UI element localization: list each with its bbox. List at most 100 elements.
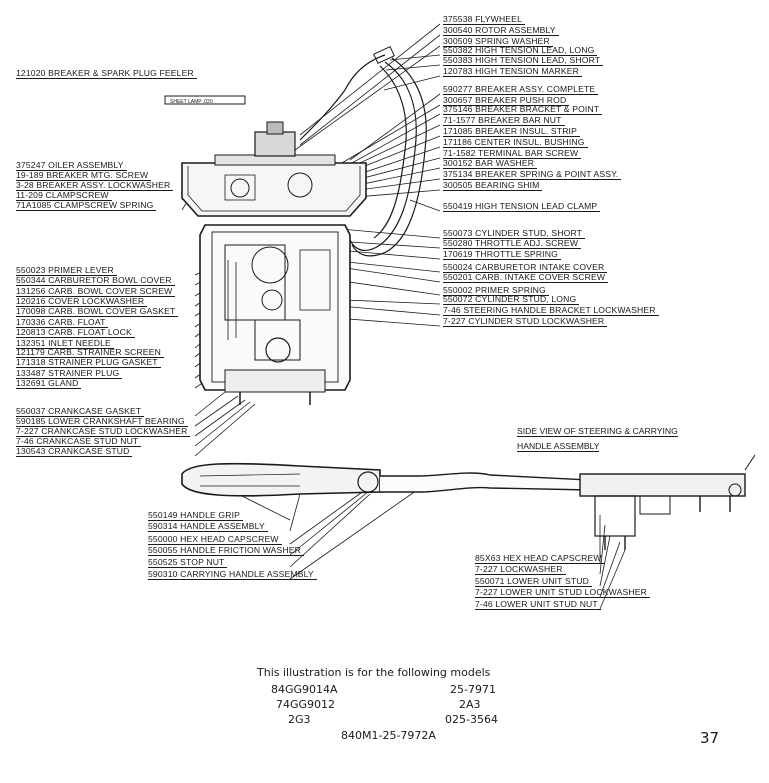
- part-label-550000: 550000 HEX HEAD CAPSCREW: [148, 534, 282, 545]
- part-label-120813: 120813 CARB. FLOAT LOCK: [16, 327, 135, 338]
- part-label-590277: 590277 BREAKER ASSY. COMPLETE: [443, 84, 599, 95]
- leader-line: [299, 34, 441, 146]
- part-label-550024: 550024 CARBURETOR INTAKE COVER: [443, 262, 608, 273]
- part-label-375247: 375247 OILER ASSEMBLY: [16, 160, 127, 171]
- part-label-120216: 120216 COVER LOCKWASHER: [16, 296, 148, 307]
- leader-line: [289, 491, 369, 556]
- part-label-550072: 550072 CYLINDER STUD, LONG: [443, 294, 580, 305]
- part-label-7-227a: 7-227 CYLINDER STUD LOCKWASHER: [443, 316, 608, 327]
- part-label-590310: 590310 CARRYING HANDLE ASSEMBLY: [148, 569, 317, 580]
- leader-line: [194, 401, 251, 447]
- part-label-7-46a: 7-46 STEERING HANDLE BRACKET LOCKWASHER: [443, 305, 659, 316]
- leader-line: [289, 489, 366, 545]
- magneto-housing-drawing: [181, 54, 386, 217]
- model-right-2: 2A3: [459, 698, 481, 711]
- page-number: 37: [700, 729, 720, 747]
- part-label-550073: 550073 CYLINDER STUD, SHORT: [443, 228, 586, 239]
- side-view-title-line1: SIDE VIEW OF STEERING & CARRYING: [517, 426, 678, 437]
- high-tension-leads-drawing: [349, 46, 427, 257]
- part-label-3-28: 3-28 BREAKER ASSY. LOCKWASHER: [16, 180, 174, 191]
- carburetor-crankcase-drawing: [199, 224, 351, 405]
- part-label-170098: 170098 CARB. BOWL COVER GASKET: [16, 306, 179, 317]
- model-bottom: 840M1-25-7972A: [341, 729, 436, 742]
- leader-line: [294, 45, 441, 151]
- part-label-132691: 132691 GLAND: [16, 378, 82, 389]
- part-label-300505: 300505 BEARING SHIM: [443, 180, 543, 191]
- part-label-171186: 171186 CENTER INSUL. BUSHING: [443, 137, 588, 148]
- model-right-3: 025-3564: [445, 713, 498, 726]
- part-label-7-46c: 7-46 LOWER UNIT STUD NUT: [475, 599, 601, 610]
- part-label-170336: 170336 CARB. FLOAT: [16, 317, 109, 328]
- part-label-375134: 375134 BREAKER SPRING & POINT ASSY.: [443, 169, 622, 180]
- part-label-550419: 550419 HIGH TENSION LEAD CLAMP: [443, 201, 601, 212]
- leader-line: [383, 75, 441, 91]
- part-label-550037: 550037 CRANKCASE GASKET: [16, 406, 145, 417]
- part-label-132351: 132351 INLET NEEDLE: [16, 338, 114, 349]
- leader-line: [344, 299, 441, 305]
- part-label-131256: 131256 CARB. BOWL COVER SCREW: [16, 286, 176, 297]
- carrying-handle-drawing: [181, 462, 591, 497]
- leader-line: [385, 64, 441, 71]
- part-label-7-227b: 7-227 CRANKCASE STUD LOCKWASHER: [16, 426, 191, 437]
- part-label-133487: 133487 STRAINER PLUG: [16, 368, 123, 379]
- part-label-550023: 550023 PRIMER LEVER: [16, 265, 117, 276]
- part-label-7-227c: 7-227 LOCKWASHER: [475, 564, 566, 575]
- feeler-stamp: SHEET LAMP .020: [170, 99, 213, 105]
- part-label-19-189: 19-189 BREAKER MTG. SCREW: [16, 170, 152, 181]
- part-label-590185: 590185 LOWER CRANKSHAFT BEARING: [16, 416, 188, 427]
- leader-line: [334, 317, 441, 327]
- model-left-3: 2G3: [288, 713, 311, 726]
- part-label-550149: 550149 HANDLE GRIP: [148, 510, 244, 521]
- leader-line: [329, 104, 441, 171]
- leader-line: [599, 549, 626, 610]
- leader-line: [289, 487, 421, 580]
- leader-line: [599, 535, 611, 587]
- part-label-300152: 300152 BAR WASHER: [443, 158, 538, 169]
- leader-line: [599, 524, 606, 575]
- side-view-bracket-drawing: [579, 454, 756, 550]
- leader-line: [289, 493, 301, 532]
- leader-line: [339, 305, 441, 316]
- part-label-300509: 300509 SPRING WASHER: [443, 36, 553, 47]
- part-label-550383: 550383 HIGH TENSION LEAD, SHORT: [443, 55, 604, 66]
- leader-line: [194, 399, 246, 437]
- part-label-121020: 121020 BREAKER & SPARK PLUG FEELER: [16, 68, 197, 79]
- feeler-gauge-drawing: SHEET LAMP .020: [164, 95, 246, 105]
- leader-line: [194, 395, 239, 427]
- part-label-170619: 170619 THROTTLE SPRING: [443, 249, 561, 260]
- leader-line: [599, 541, 621, 598]
- leader-line: [194, 403, 256, 457]
- part-label-375146: 375146 BREAKER BRACKET & POINT: [443, 104, 603, 115]
- leader-line: [329, 227, 441, 239]
- models-caption: This illustration is for the following m…: [257, 666, 491, 679]
- leader-line: [409, 199, 441, 212]
- part-label-550382: 550382 HIGH TENSION LEAD, LONG: [443, 45, 598, 56]
- part-label-550071: 550071 LOWER UNIT STUD: [475, 576, 592, 587]
- part-label-120783: 120783 HIGH TENSION MARKER: [443, 66, 583, 77]
- part-label-71-1582: 71-1582 TERMINAL BAR SCREW: [443, 148, 582, 159]
- side-view-title-line2: HANDLE ASSEMBLY: [517, 441, 600, 452]
- leader-line: [194, 391, 226, 417]
- part-label-171085: 171085 BREAKER INSUL. STRIP: [443, 126, 580, 137]
- part-label-550344: 550344 CARBURETOR BOWL COVER: [16, 275, 175, 286]
- part-label-375538: 375538 FLYWHEEL: [443, 14, 525, 25]
- model-left-1: 84GG9014A: [271, 683, 338, 696]
- part-label-85x63: 85X63 HEX HEAD CAPSCREW: [475, 553, 605, 564]
- part-label-550055: 550055 HANDLE FRICTION WASHER: [148, 545, 305, 556]
- part-label-7-46b: 7-46 CRANKCASE STUD NUT: [16, 436, 142, 447]
- part-label-11-209: 11-209 CLAMPSCREW: [16, 190, 112, 201]
- leader-line: [289, 493, 371, 568]
- part-label-550002: 550002 PRIMER SPRING: [443, 285, 549, 296]
- part-label-590314: 590314 HANDLE ASSEMBLY: [148, 521, 268, 532]
- part-label-121179: 121179 CARB. STRAINER SCREEN: [16, 347, 164, 358]
- part-label-300540: 300540 ROTOR ASSEMBLY: [443, 25, 559, 36]
- part-label-71-1577: 71-1577 BREAKER BAR NUT: [443, 115, 565, 126]
- part-label-7-227d: 7-227 LOWER UNIT STUD LOCKWASHER: [475, 587, 650, 598]
- part-label-550280: 550280 THROTTLE ADJ. SCREW: [443, 238, 582, 249]
- model-right-1: 25-7971: [450, 683, 496, 696]
- leader-line: [389, 54, 441, 61]
- part-label-300657: 300657 BREAKER PUSH ROD: [443, 95, 570, 106]
- part-label-550201: 550201 CARB. INTAKE COVER SCREW: [443, 272, 609, 283]
- model-left-2: 74GG9012: [276, 698, 336, 711]
